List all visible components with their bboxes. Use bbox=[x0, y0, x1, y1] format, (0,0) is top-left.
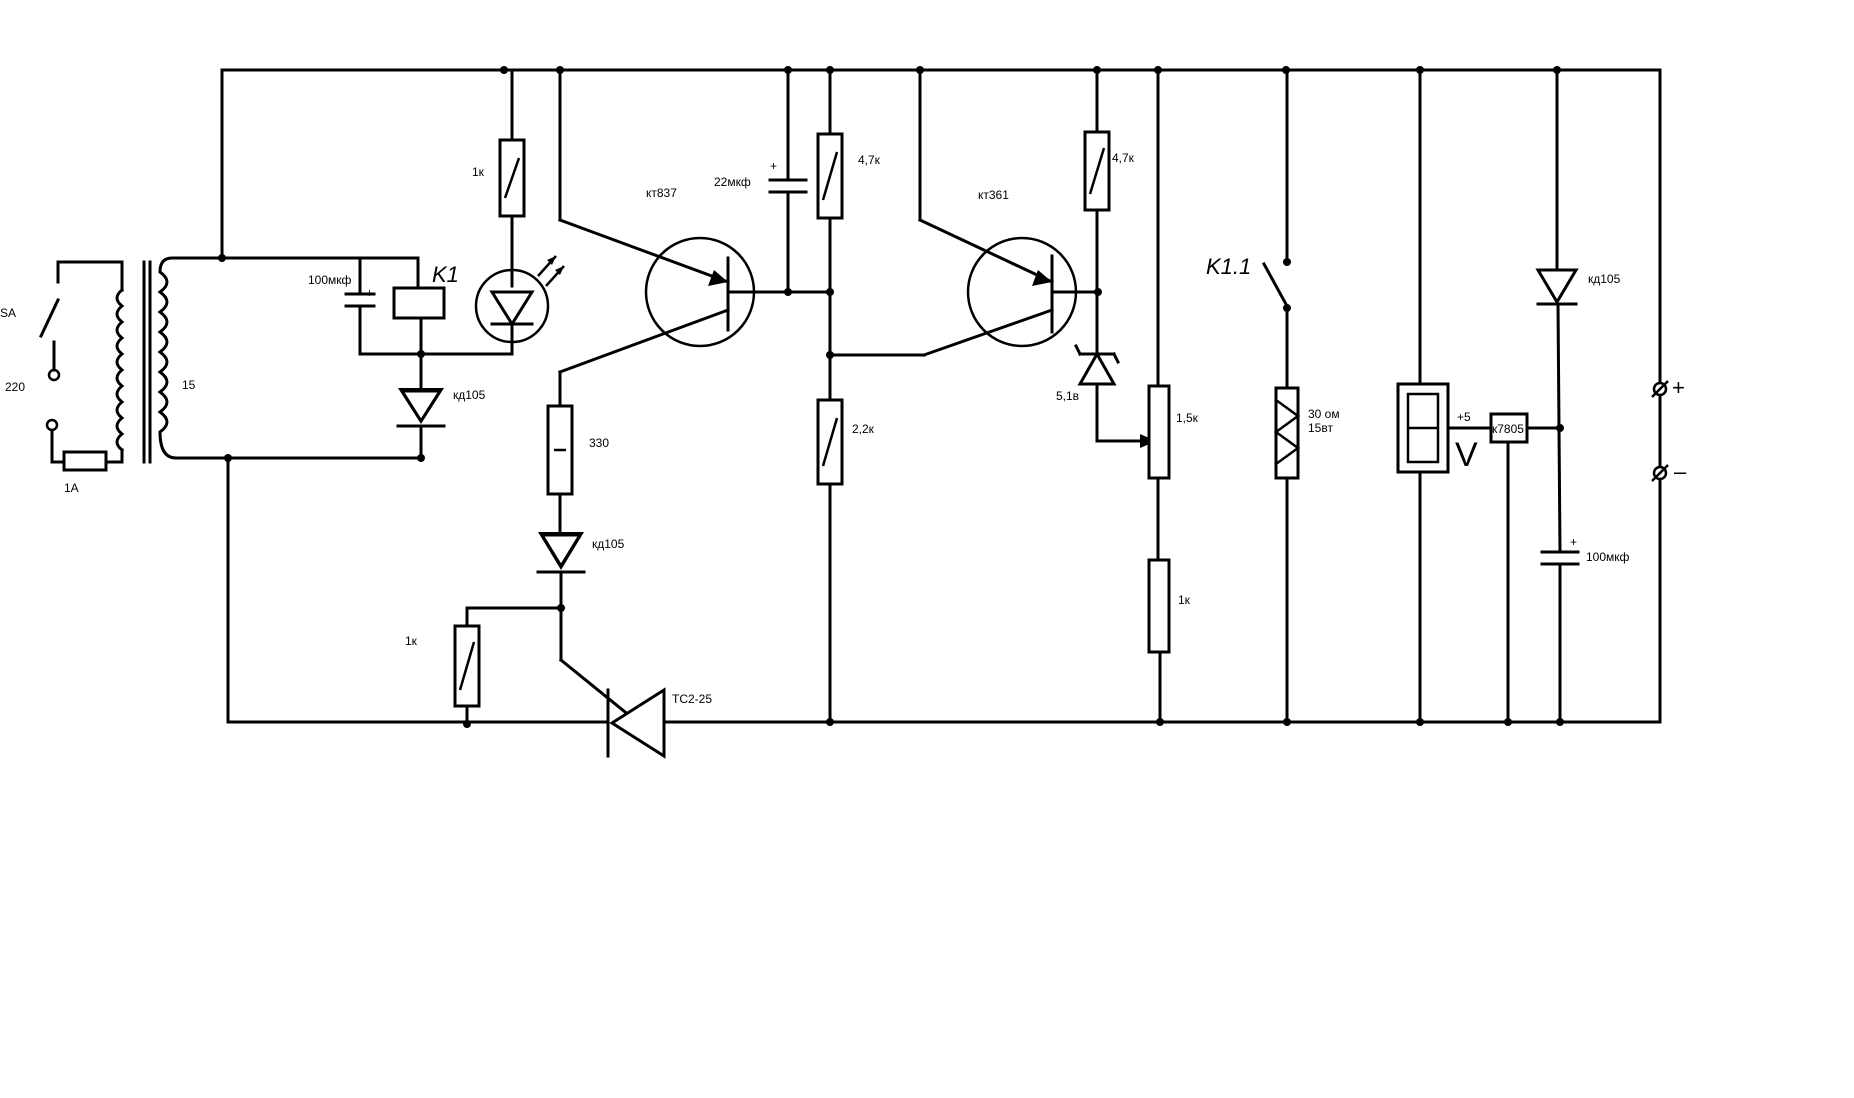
contact-k11-label: K1.1 bbox=[1206, 254, 1251, 279]
timing-network bbox=[768, 68, 926, 724]
plus-terminal-label: + bbox=[1672, 375, 1685, 400]
led-indicator bbox=[474, 68, 565, 356]
reg-diode-label: кд105 bbox=[1588, 272, 1621, 286]
reg-cap-polarity: + bbox=[1570, 535, 1577, 549]
fuse-label: 1A bbox=[64, 481, 79, 495]
div-res-label: 1к bbox=[1178, 593, 1191, 607]
regulator-input bbox=[1535, 68, 1580, 724]
load-res-power-label: 15вт bbox=[1308, 421, 1333, 435]
relay-cap-polarity: + bbox=[366, 286, 373, 300]
cap22-label: 22мкф bbox=[714, 175, 751, 189]
transistor-2-label: кт361 bbox=[978, 188, 1009, 202]
zener-label: 5,1в bbox=[1056, 389, 1079, 403]
res47b-label: 4,7к bbox=[1112, 151, 1135, 165]
mains-voltage-label: 220 bbox=[5, 380, 25, 394]
mains-input bbox=[39, 260, 124, 472]
relay-cap-label: 100мкф bbox=[308, 273, 352, 287]
meter-supply-label: +5 bbox=[1457, 410, 1471, 424]
base-diode-label: кд105 bbox=[592, 537, 625, 551]
negative-rail bbox=[226, 718, 1662, 728]
res47a-label: 4,7к bbox=[858, 153, 881, 167]
transistor-kt361 bbox=[918, 68, 1102, 357]
res22-label: 2,2к bbox=[852, 422, 875, 436]
thyristor-drive bbox=[453, 370, 666, 759]
reg-cap-label: 100мкф bbox=[1586, 550, 1630, 564]
output-terminals bbox=[1651, 68, 1669, 724]
base-res-label: 330 bbox=[589, 436, 609, 450]
minus-terminal-label: – bbox=[1674, 459, 1687, 484]
relay-section bbox=[218, 68, 514, 724]
voltmeter-section bbox=[1396, 68, 1564, 724]
transistor-kt837 bbox=[558, 68, 834, 374]
positive-rail bbox=[220, 66, 1662, 74]
secondary-voltage-label: 15 bbox=[182, 378, 196, 392]
relay-diode-label: кд105 bbox=[453, 388, 486, 402]
switch-sa-label: SA bbox=[0, 306, 16, 320]
transistor-1-label: кт837 bbox=[646, 186, 677, 200]
relay-k1-label: K1 bbox=[432, 262, 459, 287]
reference-network bbox=[1073, 68, 1171, 724]
thyristor-label: TC2-25 bbox=[672, 692, 712, 706]
pot-label: 1,5к bbox=[1176, 411, 1199, 425]
regulator-label: к7805 bbox=[1492, 422, 1524, 436]
meter-symbol: V bbox=[1455, 436, 1478, 474]
gate-res-label: 1к bbox=[405, 634, 418, 648]
load-branch bbox=[1261, 68, 1301, 724]
led-res-label: 1к bbox=[472, 165, 485, 179]
cap22-polarity: + bbox=[770, 159, 777, 173]
transformer bbox=[115, 256, 228, 464]
load-res-value-label: 30 ом bbox=[1308, 407, 1340, 421]
